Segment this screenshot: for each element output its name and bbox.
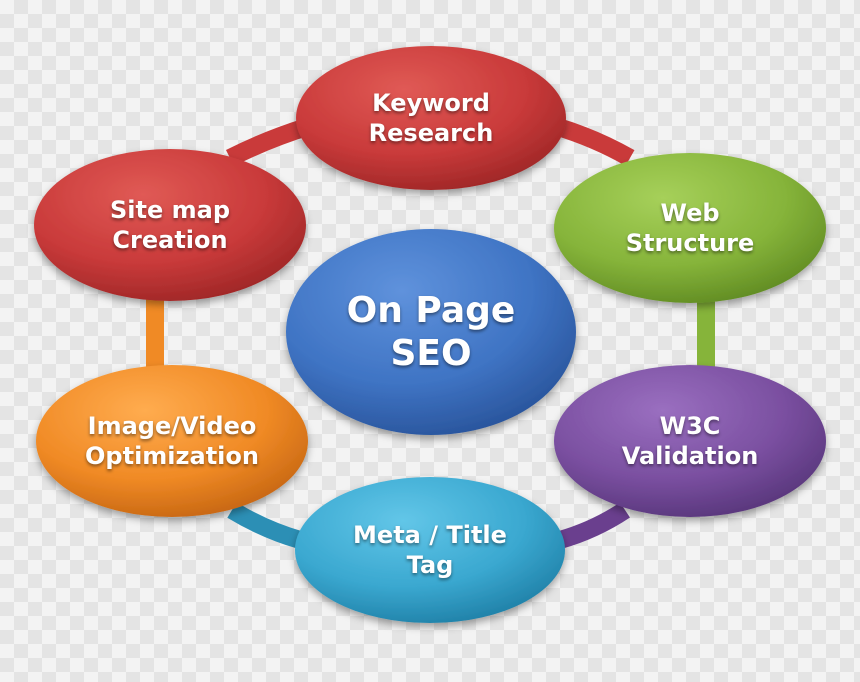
node-shapes (34, 46, 826, 623)
connector-keyword-web (552, 117, 635, 166)
connector-sitemap-keyword (225, 117, 313, 167)
on-page-seo-shape (286, 229, 576, 435)
meta-title-tag-shape (295, 477, 565, 623)
keyword-research-shape (296, 46, 566, 190)
connector-w3c-meta (557, 502, 630, 549)
site-map-creation-shape (34, 149, 306, 301)
w3c-validation-shape (554, 365, 826, 517)
web-structure-shape (554, 153, 826, 303)
image-video-optimization-shape (36, 365, 308, 517)
connector-meta-image (227, 502, 303, 549)
